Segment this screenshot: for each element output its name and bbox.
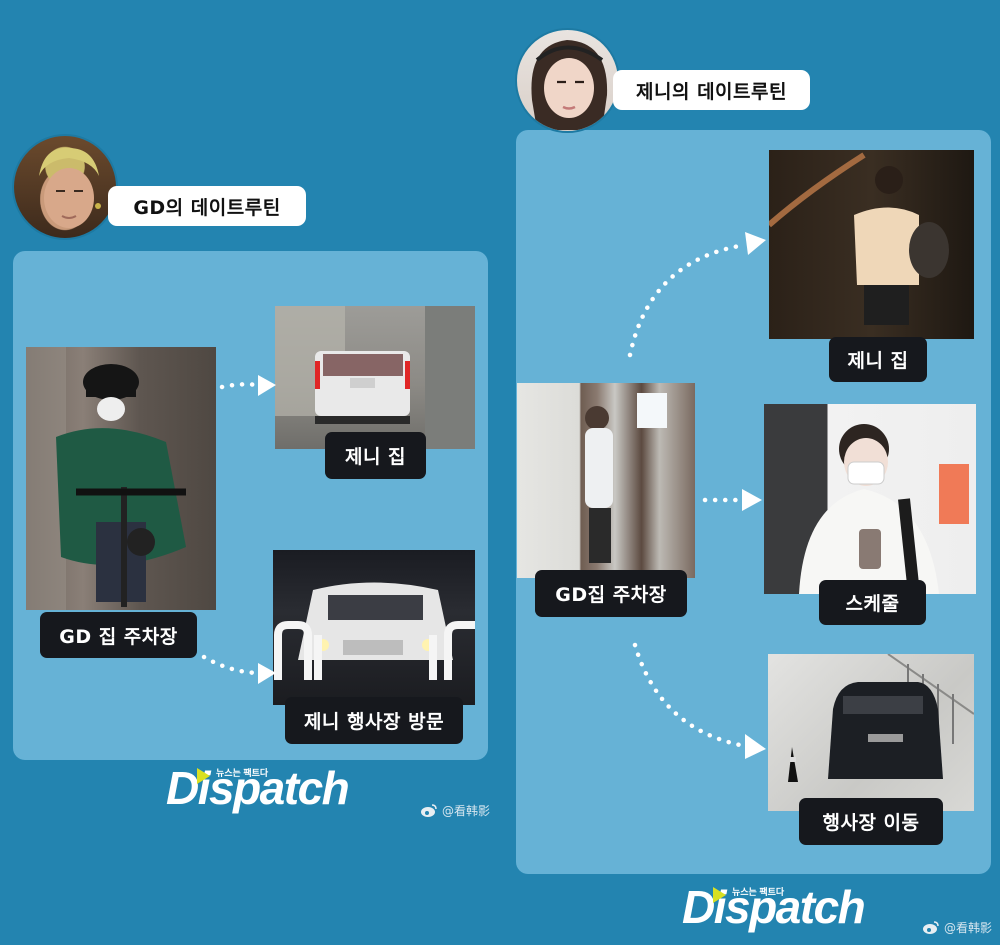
photo-black-van-cone [768,654,974,811]
dispatch-logo-text: Dispatch [682,881,866,933]
gd-scooter-illustration [26,347,186,610]
jennie-face-icon [531,40,608,130]
weibo-handle: @看韩影 [442,804,491,818]
dispatch-logo-text: Dispatch [166,762,350,814]
photo-white-suv-front-night [273,550,475,705]
jennie-routine-title: 제니의 데이트루틴 [613,70,810,110]
weibo-handle: @看韩影 [944,921,993,935]
photo-white-suv-rear [275,306,475,449]
play-triangle-icon [713,887,726,903]
label-jennie-dest-event-move: 행사장 이동 [799,798,943,845]
weibo-icon [922,920,940,935]
jennie-door-illustration [585,393,667,563]
van-illustration [788,654,974,782]
photo-jennie-at-door [517,383,695,578]
gd-routine-title: GD의 데이트루틴 [108,186,306,226]
weibo-icon [420,803,438,818]
dispatch-tagline: 뉴스는 팩트다 [732,887,785,897]
gd-avatar [12,134,118,240]
jennie-schedule-illustration [799,424,969,594]
photo-jennie-mask-coffee [764,404,976,594]
label-gd-dest-jennie-home: 제니 집 [325,432,426,479]
photo-gd-on-scooter [26,347,216,610]
jennie-avatar [515,28,620,133]
play-triangle-icon [197,768,210,784]
label-jennie-dest-schedule: 스케줄 [819,580,926,625]
dispatch-tagline: 뉴스는 팩트다 [216,768,269,778]
dispatch-logo-right: Dispatch 뉴스는 팩트다 [682,881,866,933]
label-gd-start: GD 집 주차장 [40,612,197,658]
jennie-night-illustration [769,152,949,325]
suv-front-illustration [274,582,475,680]
suv-rear-illustration [275,306,475,449]
label-jennie-dest-home: 제니 집 [829,337,927,382]
weibo-watermark-right: @看韩影 [922,919,992,936]
weibo-watermark-left: @看韩影 [420,802,490,819]
label-gd-dest-event-visit: 제니 행사장 방문 [285,697,463,744]
label-jennie-start: GD집 주차장 [535,570,687,617]
photo-jennie-night-backpack [769,150,974,339]
gd-face-icon [39,147,101,228]
dispatch-logo-left: Dispatch 뉴스는 팩트다 [166,762,350,814]
